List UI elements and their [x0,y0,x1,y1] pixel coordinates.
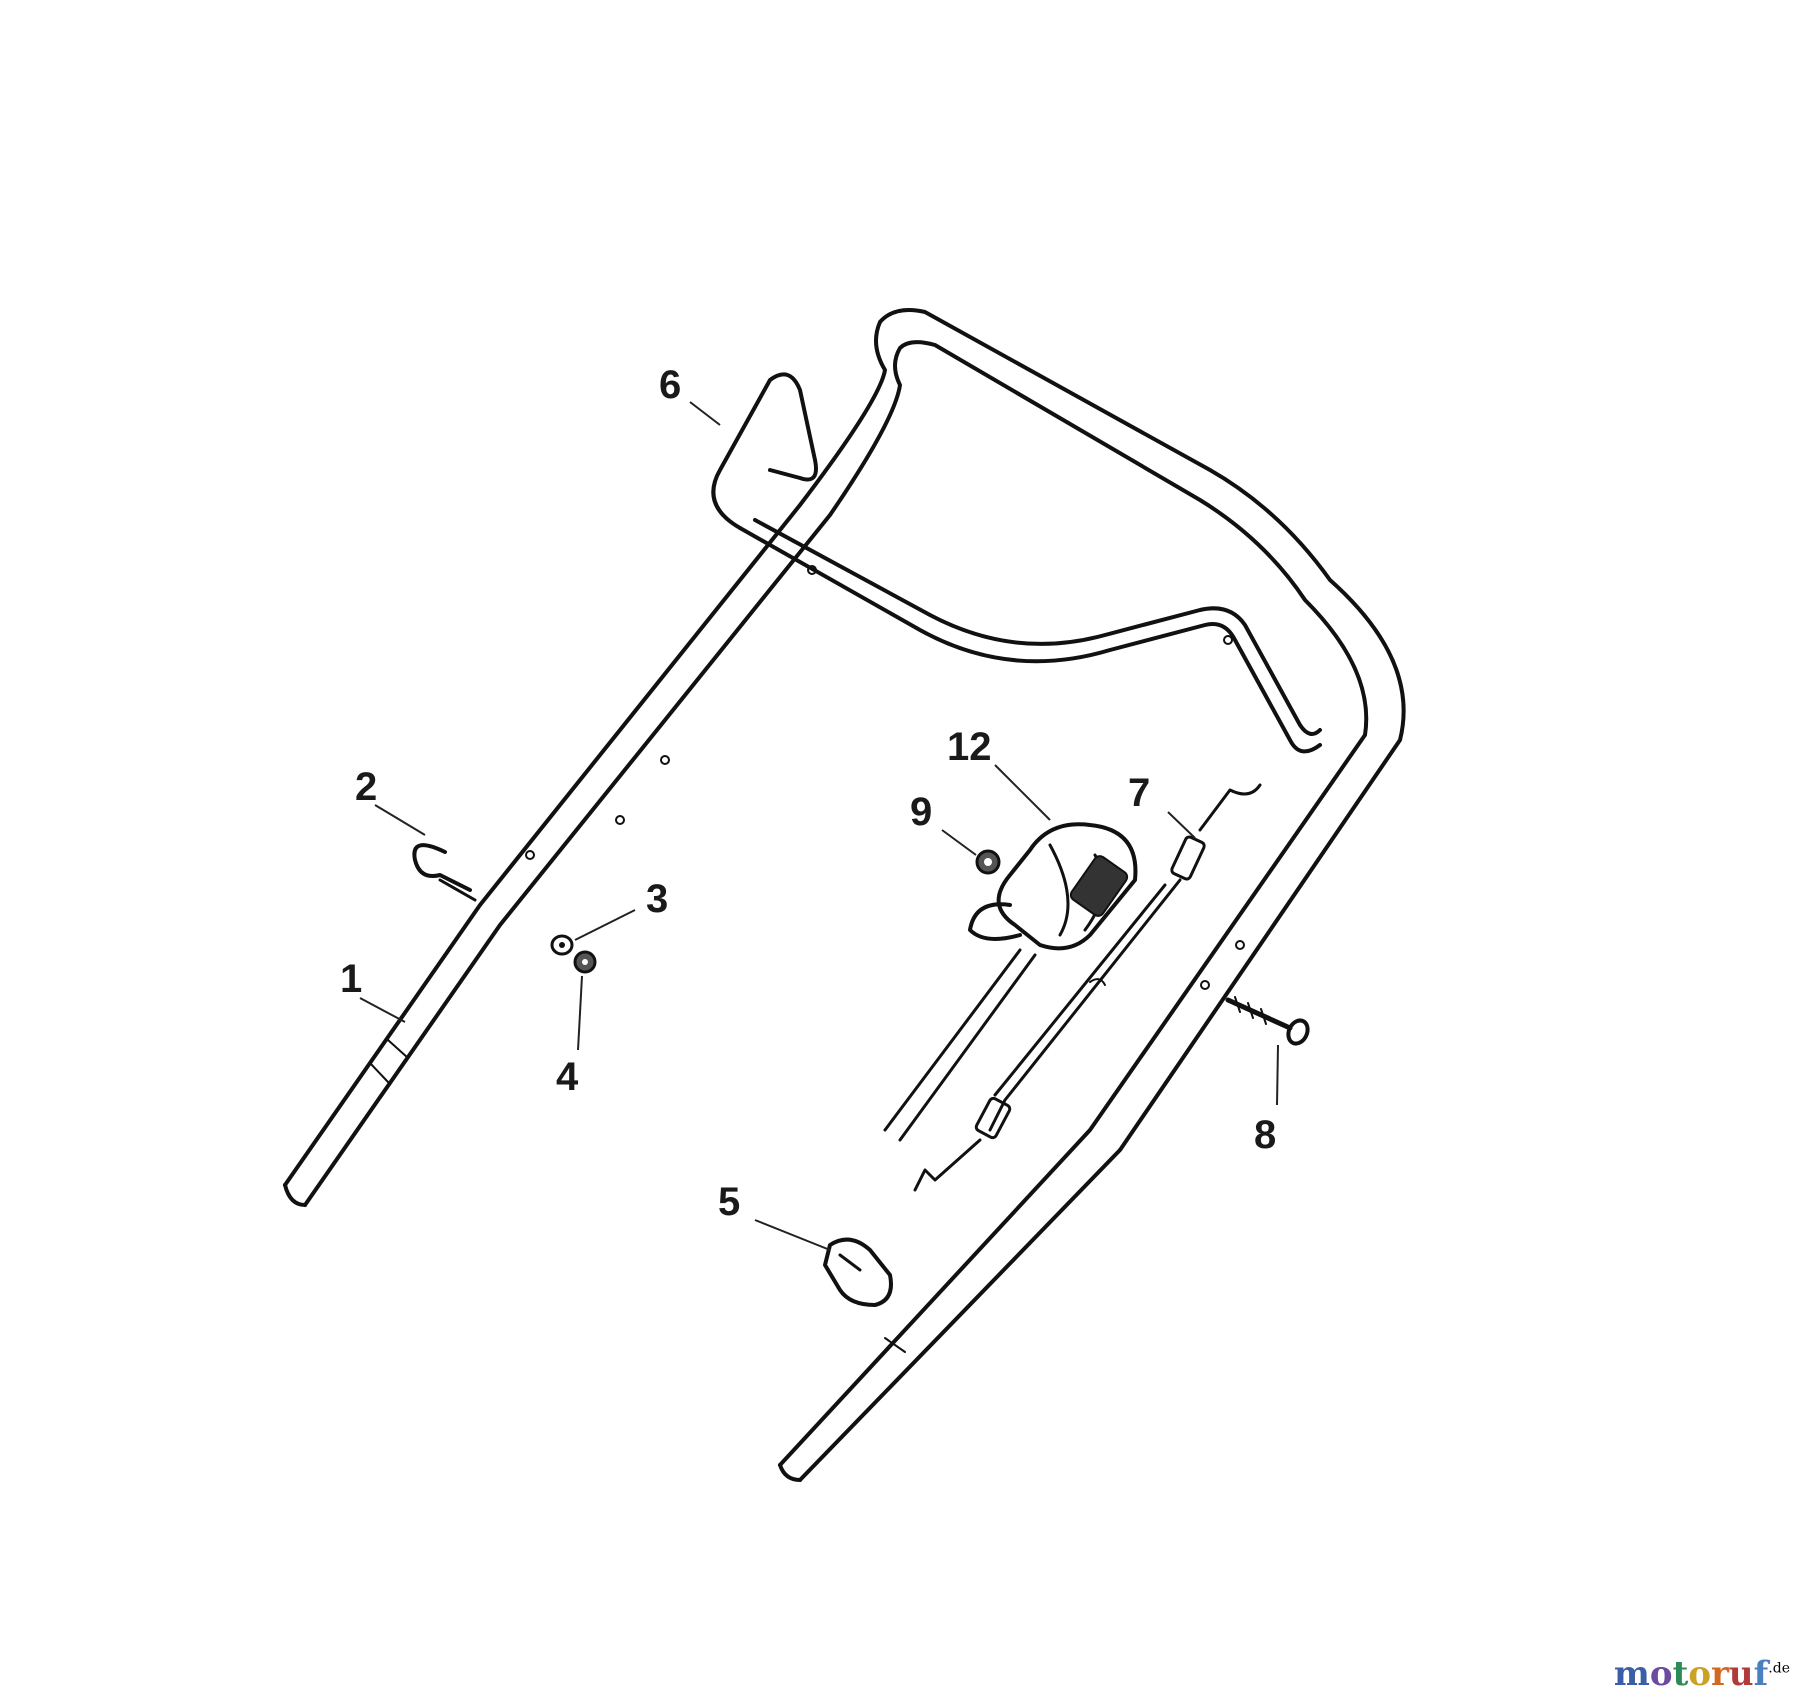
label-part-4: 4 [556,1055,579,1099]
label-part-3: 3 [646,877,668,921]
watermark-text: motoruf [1614,1654,1768,1694]
control-lever-housing [968,822,1138,951]
watermark-letter: o [1649,1654,1673,1694]
watermark-letter: u [1728,1654,1754,1694]
label-part-12: 12 [947,725,992,769]
label-part-1: 1 [340,957,362,1001]
label-part-2: 2 [355,765,377,809]
watermark-letter: t [1672,1654,1689,1694]
label-part-6: 6 [659,363,681,407]
washer-3 [550,934,574,956]
watermark-letter: r [1711,1654,1729,1694]
label-part-9: 9 [910,790,932,834]
watermark-letter: o [1688,1654,1711,1694]
watermark-letter: m [1613,1654,1650,1694]
label-part-8: 8 [1254,1113,1276,1157]
leader-lines [359,401,1279,1251]
watermark-suffix: .de [1768,1660,1790,1677]
control-cable [883,783,1262,1192]
cable-hook-2 [412,843,477,902]
bolt-8 [1225,996,1310,1046]
nut-9 [975,849,1001,875]
cable-clip-5 [823,1237,893,1307]
bail-bar [711,372,1322,754]
handle-frame [283,308,1406,1482]
label-part-5: 5 [718,1180,740,1224]
brand-watermark: motoruf.de [1614,1654,1790,1694]
label-part-7: 7 [1128,771,1150,815]
watermark-letter: f [1753,1654,1769,1694]
part-labels: 1 2 3 4 5 6 7 8 9 12 [340,363,1276,1224]
nut-4 [573,950,597,974]
